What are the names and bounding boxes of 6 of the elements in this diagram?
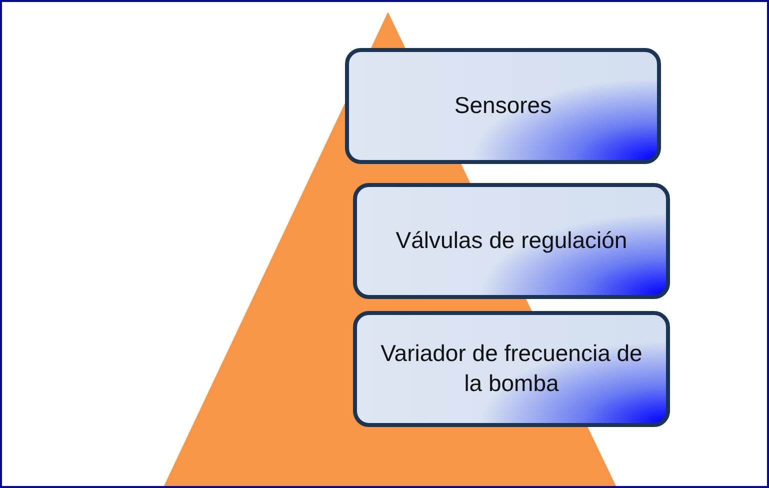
box-label: Sensores — [453, 91, 553, 120]
layer-box — [353, 183, 670, 299]
layer-box — [353, 311, 670, 427]
box-label: Variador de frecuencia de la bomba — [380, 339, 644, 398]
layer-box — [345, 48, 661, 164]
box-label: Válvulas de regulación — [394, 226, 628, 256]
